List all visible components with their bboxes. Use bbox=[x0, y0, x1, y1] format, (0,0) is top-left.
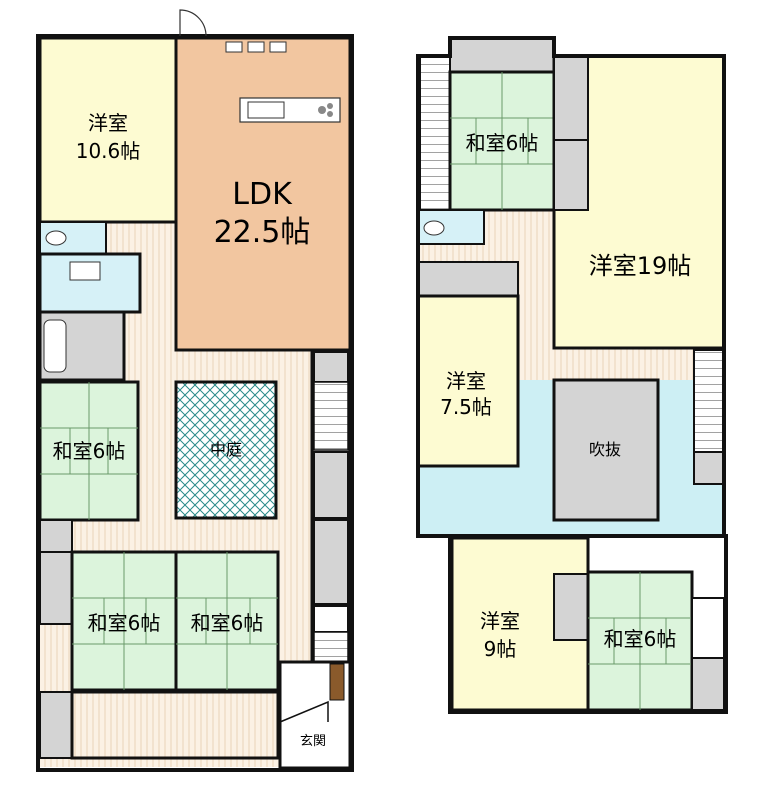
first-floor-outline bbox=[36, 34, 354, 772]
ldk-shelf bbox=[225, 41, 243, 53]
western-large-label: 洋室19帖 bbox=[589, 252, 692, 280]
western-room-size: 10.6帖 bbox=[76, 139, 141, 163]
tatami-bottom-left-label: 和室6帖 bbox=[88, 611, 161, 635]
closet bbox=[39, 519, 73, 553]
staircase bbox=[693, 349, 725, 453]
western-small-size: 9帖 bbox=[484, 637, 517, 661]
closet bbox=[691, 657, 725, 711]
tatami-bottom-right-label: 和室6帖 bbox=[191, 611, 264, 635]
western-mid-name: 洋室 bbox=[446, 369, 486, 393]
stove-burner bbox=[327, 111, 333, 117]
wash-basin bbox=[69, 261, 101, 281]
closet bbox=[313, 519, 349, 605]
closet bbox=[553, 55, 589, 141]
stove-burner bbox=[327, 103, 333, 109]
ldk-size: 22.5帖 bbox=[214, 215, 311, 250]
ldk-shelf bbox=[247, 41, 265, 53]
closet bbox=[553, 139, 589, 211]
courtyard bbox=[174, 380, 278, 520]
entrance-label: 玄関 bbox=[300, 734, 326, 749]
closet bbox=[417, 261, 519, 297]
tatami-top-label: 和室6帖 bbox=[466, 131, 539, 155]
tatami-bottom-label: 和室6帖 bbox=[604, 627, 677, 651]
western-mid-size: 7.5帖 bbox=[440, 395, 492, 419]
toilet-icon bbox=[423, 220, 445, 236]
closet bbox=[39, 551, 73, 625]
closet bbox=[313, 351, 349, 383]
toilet-icon bbox=[45, 230, 67, 246]
closet bbox=[553, 573, 589, 641]
closet bbox=[693, 451, 725, 485]
void-label: 吹抜 bbox=[589, 440, 621, 459]
western-room-10-6 bbox=[38, 36, 178, 224]
second-floor-outline-bottom bbox=[448, 534, 728, 714]
ldk-name: LDK bbox=[232, 177, 293, 212]
bathtub bbox=[43, 319, 67, 373]
entrance-post bbox=[329, 663, 345, 701]
closet bbox=[39, 691, 73, 759]
staircase bbox=[419, 55, 451, 211]
tatami-left-label: 和室6帖 bbox=[53, 439, 126, 463]
entrance-step bbox=[279, 700, 329, 723]
courtyard-label: 中庭 bbox=[210, 440, 242, 459]
western-small-name: 洋室 bbox=[480, 609, 520, 633]
western-room-name: 洋室 bbox=[88, 111, 128, 135]
kitchen-sink bbox=[247, 101, 285, 119]
engawa bbox=[70, 690, 280, 760]
second-floor: 和室6帖 洋室19帖 洋室 7.5帖 吹抜 洋室 9帖 和室6帖 bbox=[416, 36, 728, 714]
closet bbox=[449, 37, 555, 73]
closet bbox=[691, 597, 725, 659]
ldk-shelf bbox=[269, 41, 287, 53]
staircase bbox=[313, 381, 349, 451]
closet bbox=[313, 451, 349, 519]
void-atrium bbox=[552, 378, 660, 522]
first-floor: 洋室 10.6帖 LDK 22.5帖 和室6帖 中庭 和室6帖 和室6帖 玄関 bbox=[36, 9, 354, 772]
stove-burner bbox=[318, 106, 326, 114]
western-room-7-5 bbox=[416, 294, 520, 468]
entry-door-swing bbox=[179, 9, 207, 37]
closet bbox=[313, 605, 349, 633]
staircase bbox=[313, 631, 349, 663]
